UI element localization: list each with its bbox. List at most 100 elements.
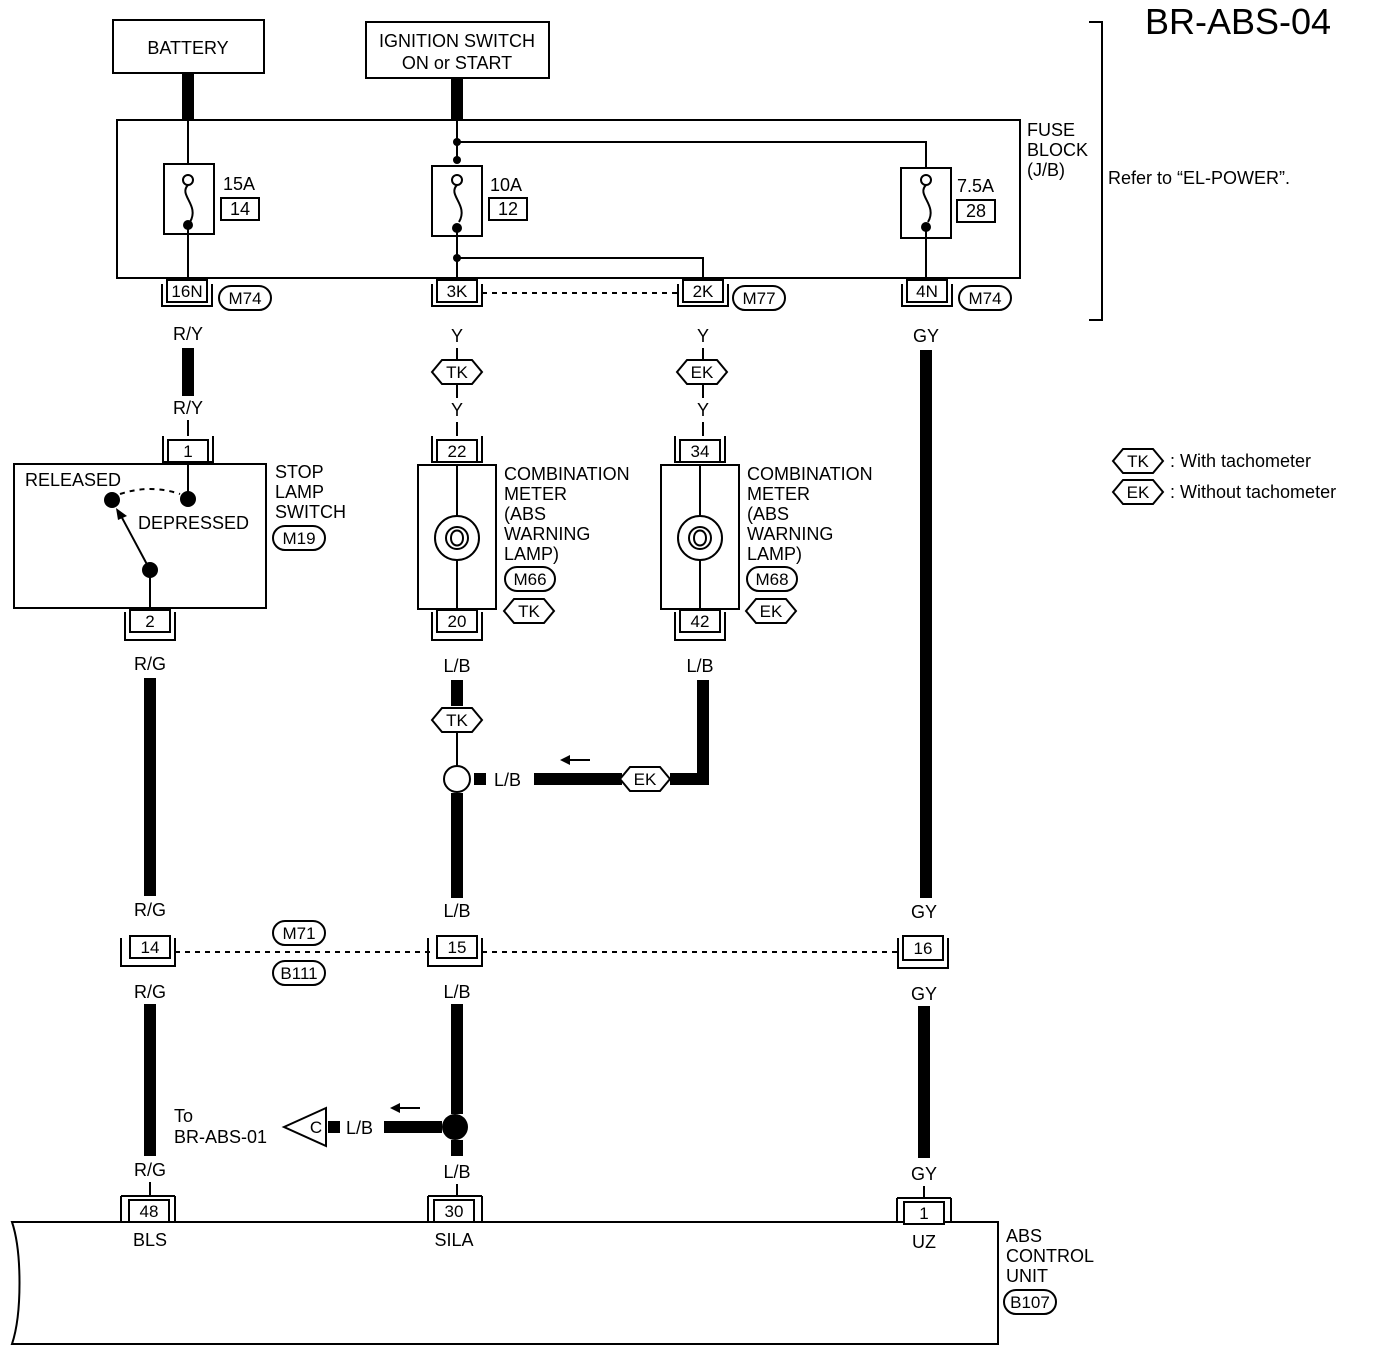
meter-ek-label-2: METER [747, 484, 810, 504]
switch-depressed-label: DEPRESSED [138, 513, 249, 533]
abs-pin-30-name: SILA [434, 1230, 473, 1250]
joint-pin-15: 15 [427, 935, 483, 967]
switch-released-label: RELEASED [25, 470, 121, 490]
wire-label-y-3: Y [697, 326, 709, 346]
abs-unit-label-3: UNIT [1006, 1266, 1048, 1286]
bus-node [453, 138, 461, 146]
wire-label-lb-ek: L/B [686, 656, 713, 676]
abs-unit-connector: B107 [1010, 1293, 1050, 1312]
wire-label-y-2: Y [451, 400, 463, 420]
bus-ignition [456, 120, 927, 180]
fuse-block-bracket [1089, 21, 1103, 321]
stop-lamp-switch: 1 RELEASED DEPRESSED 2 STOP LAMP SWITCH … [13, 436, 346, 641]
wire-label-lb-2: L/B [443, 901, 470, 921]
terminal-3k: 3K [431, 279, 483, 307]
stop-switch-pin-1: 1 [183, 442, 192, 461]
wire-label-lb-1: L/B [443, 656, 470, 676]
abs-control-unit: 48 BLS 30 SILA 1 UZ ABS CONTROL UNIT B10… [10, 1195, 1094, 1345]
option-tag-ek-1: EK [675, 359, 729, 385]
abs-pin-48-name: BLS [133, 1230, 167, 1250]
fuse-10a-split [453, 254, 461, 262]
refer-el-power: Refer to “EL-POWER”. [1108, 168, 1290, 188]
joint-pin-14-label: 14 [141, 938, 160, 957]
legend-tk-code: TK [1127, 452, 1149, 471]
terminal-16n: 16N [161, 279, 213, 307]
meter-ek-pin-42: 42 [691, 612, 710, 631]
wire-lb-ek-vertical [670, 680, 709, 785]
wire-label-lb-4: L/B [443, 1162, 470, 1182]
fuse-7-5a-rating: 7.5A [957, 176, 994, 196]
joint-connector-m71-label: M71 [282, 924, 315, 943]
battery-box: BATTERY [112, 19, 265, 74]
option-tag-tk-2-label: TK [446, 711, 468, 730]
abs-pin-30-num: 30 [445, 1202, 464, 1221]
joint-connector-b111-label: B111 [280, 964, 317, 983]
wire-label-rg-4: R/G [134, 1160, 166, 1180]
option-tag-tk-1-label: TK [446, 363, 468, 382]
arrow-left-icon [560, 755, 590, 765]
terminal-4n-label: 4N [916, 282, 938, 301]
fuse-15a-rating: 15A [223, 174, 255, 194]
connector-m74-right: M74 [958, 285, 1012, 311]
abs-pin-1-name: UZ [912, 1232, 936, 1252]
option-tag-tk-1: TK [430, 359, 484, 385]
meter-tk-label-4: WARNING [504, 524, 590, 544]
combination-meter-tk: 22 20 COMBINATION METER (ABS WARNING LAM… [417, 436, 630, 641]
battery-label: BATTERY [147, 38, 228, 58]
warning-lamp-tk-icon [434, 515, 480, 561]
ignition-label-line1: IGNITION SWITCH [379, 31, 535, 51]
warning-lamp-ek-icon [677, 515, 723, 561]
stop-switch-label-1: STOP [275, 462, 324, 482]
legend-ek-code: EK [1127, 483, 1150, 502]
fuse-block: FUSE BLOCK (J/B) Refer to “EL-POWER”. 15… [116, 21, 1290, 321]
option-tag-tk-2: TK [430, 707, 484, 733]
meter-tk-label-5: LAMP) [504, 544, 559, 564]
fuse-7-5a-number: 28 [966, 201, 986, 221]
wire-label-lb-3: L/B [443, 982, 470, 1002]
joint-connector-m71: M71 [272, 920, 326, 946]
meter-tk-connector: M66 [513, 570, 546, 589]
abs-unit-label-1: ABS [1006, 1226, 1042, 1246]
arrow-left-icon-2 [390, 1103, 420, 1113]
joint-connector-b111: B111 [272, 960, 326, 986]
fuse-10a-out [456, 228, 704, 285]
wire-label-gy-1: GY [913, 326, 939, 346]
fuse-15a: 15A 14 [163, 163, 260, 235]
wire-label-lb-abs01: L/B [346, 1118, 373, 1138]
wire-label-y-4: Y [697, 400, 709, 420]
fuse-10a: 10A 12 [431, 165, 528, 237]
fuse-10a-rating: 10A [490, 175, 522, 195]
fuse-10a-number: 12 [498, 199, 518, 219]
fuse-15a-number: 14 [230, 199, 250, 219]
wire-label-rg-3: R/G [134, 982, 166, 1002]
meter-ek-option-tag: EK [760, 602, 783, 621]
abs-unit-label-2: CONTROL [1006, 1246, 1094, 1266]
stop-switch-pin-2: 2 [145, 612, 154, 631]
meter-ek-connector: M68 [755, 570, 788, 589]
wire-label-rg-1: R/G [134, 654, 166, 674]
splice-open-circle [443, 765, 471, 793]
terminal-2k: 2K [677, 279, 729, 307]
joint-pin-15-label: 15 [448, 938, 467, 957]
terminal-4n: 4N [901, 279, 953, 307]
diagram-title: BR-ABS-04 [1145, 1, 1331, 42]
to-label-line1: To [174, 1106, 193, 1126]
wire-label-ry-upper: R/Y [173, 324, 203, 344]
terminal-3k-label: 3K [447, 282, 468, 301]
abs-pin-1-num: 1 [919, 1204, 928, 1223]
meter-tk-pin-22: 22 [448, 442, 467, 461]
abs-pin-1: 1 [896, 1197, 952, 1225]
abs-pin-48: 48 [120, 1195, 176, 1223]
wire-label-gy-2: GY [911, 902, 937, 922]
wire-label-lb-splice: L/B [494, 770, 521, 790]
meter-tk-pin-20: 20 [448, 612, 467, 631]
legend-tk-desc: : With tachometer [1170, 451, 1311, 471]
abs-pin-30: 30 [427, 1195, 483, 1223]
option-tag-ek-branch-label: EK [634, 770, 657, 789]
meter-tk-label-2: METER [504, 484, 567, 504]
joint-pin-16: 16 [897, 935, 949, 969]
fuse-block-label-3: (J/B) [1027, 160, 1065, 180]
wire-label-rg-2: R/G [134, 900, 166, 920]
